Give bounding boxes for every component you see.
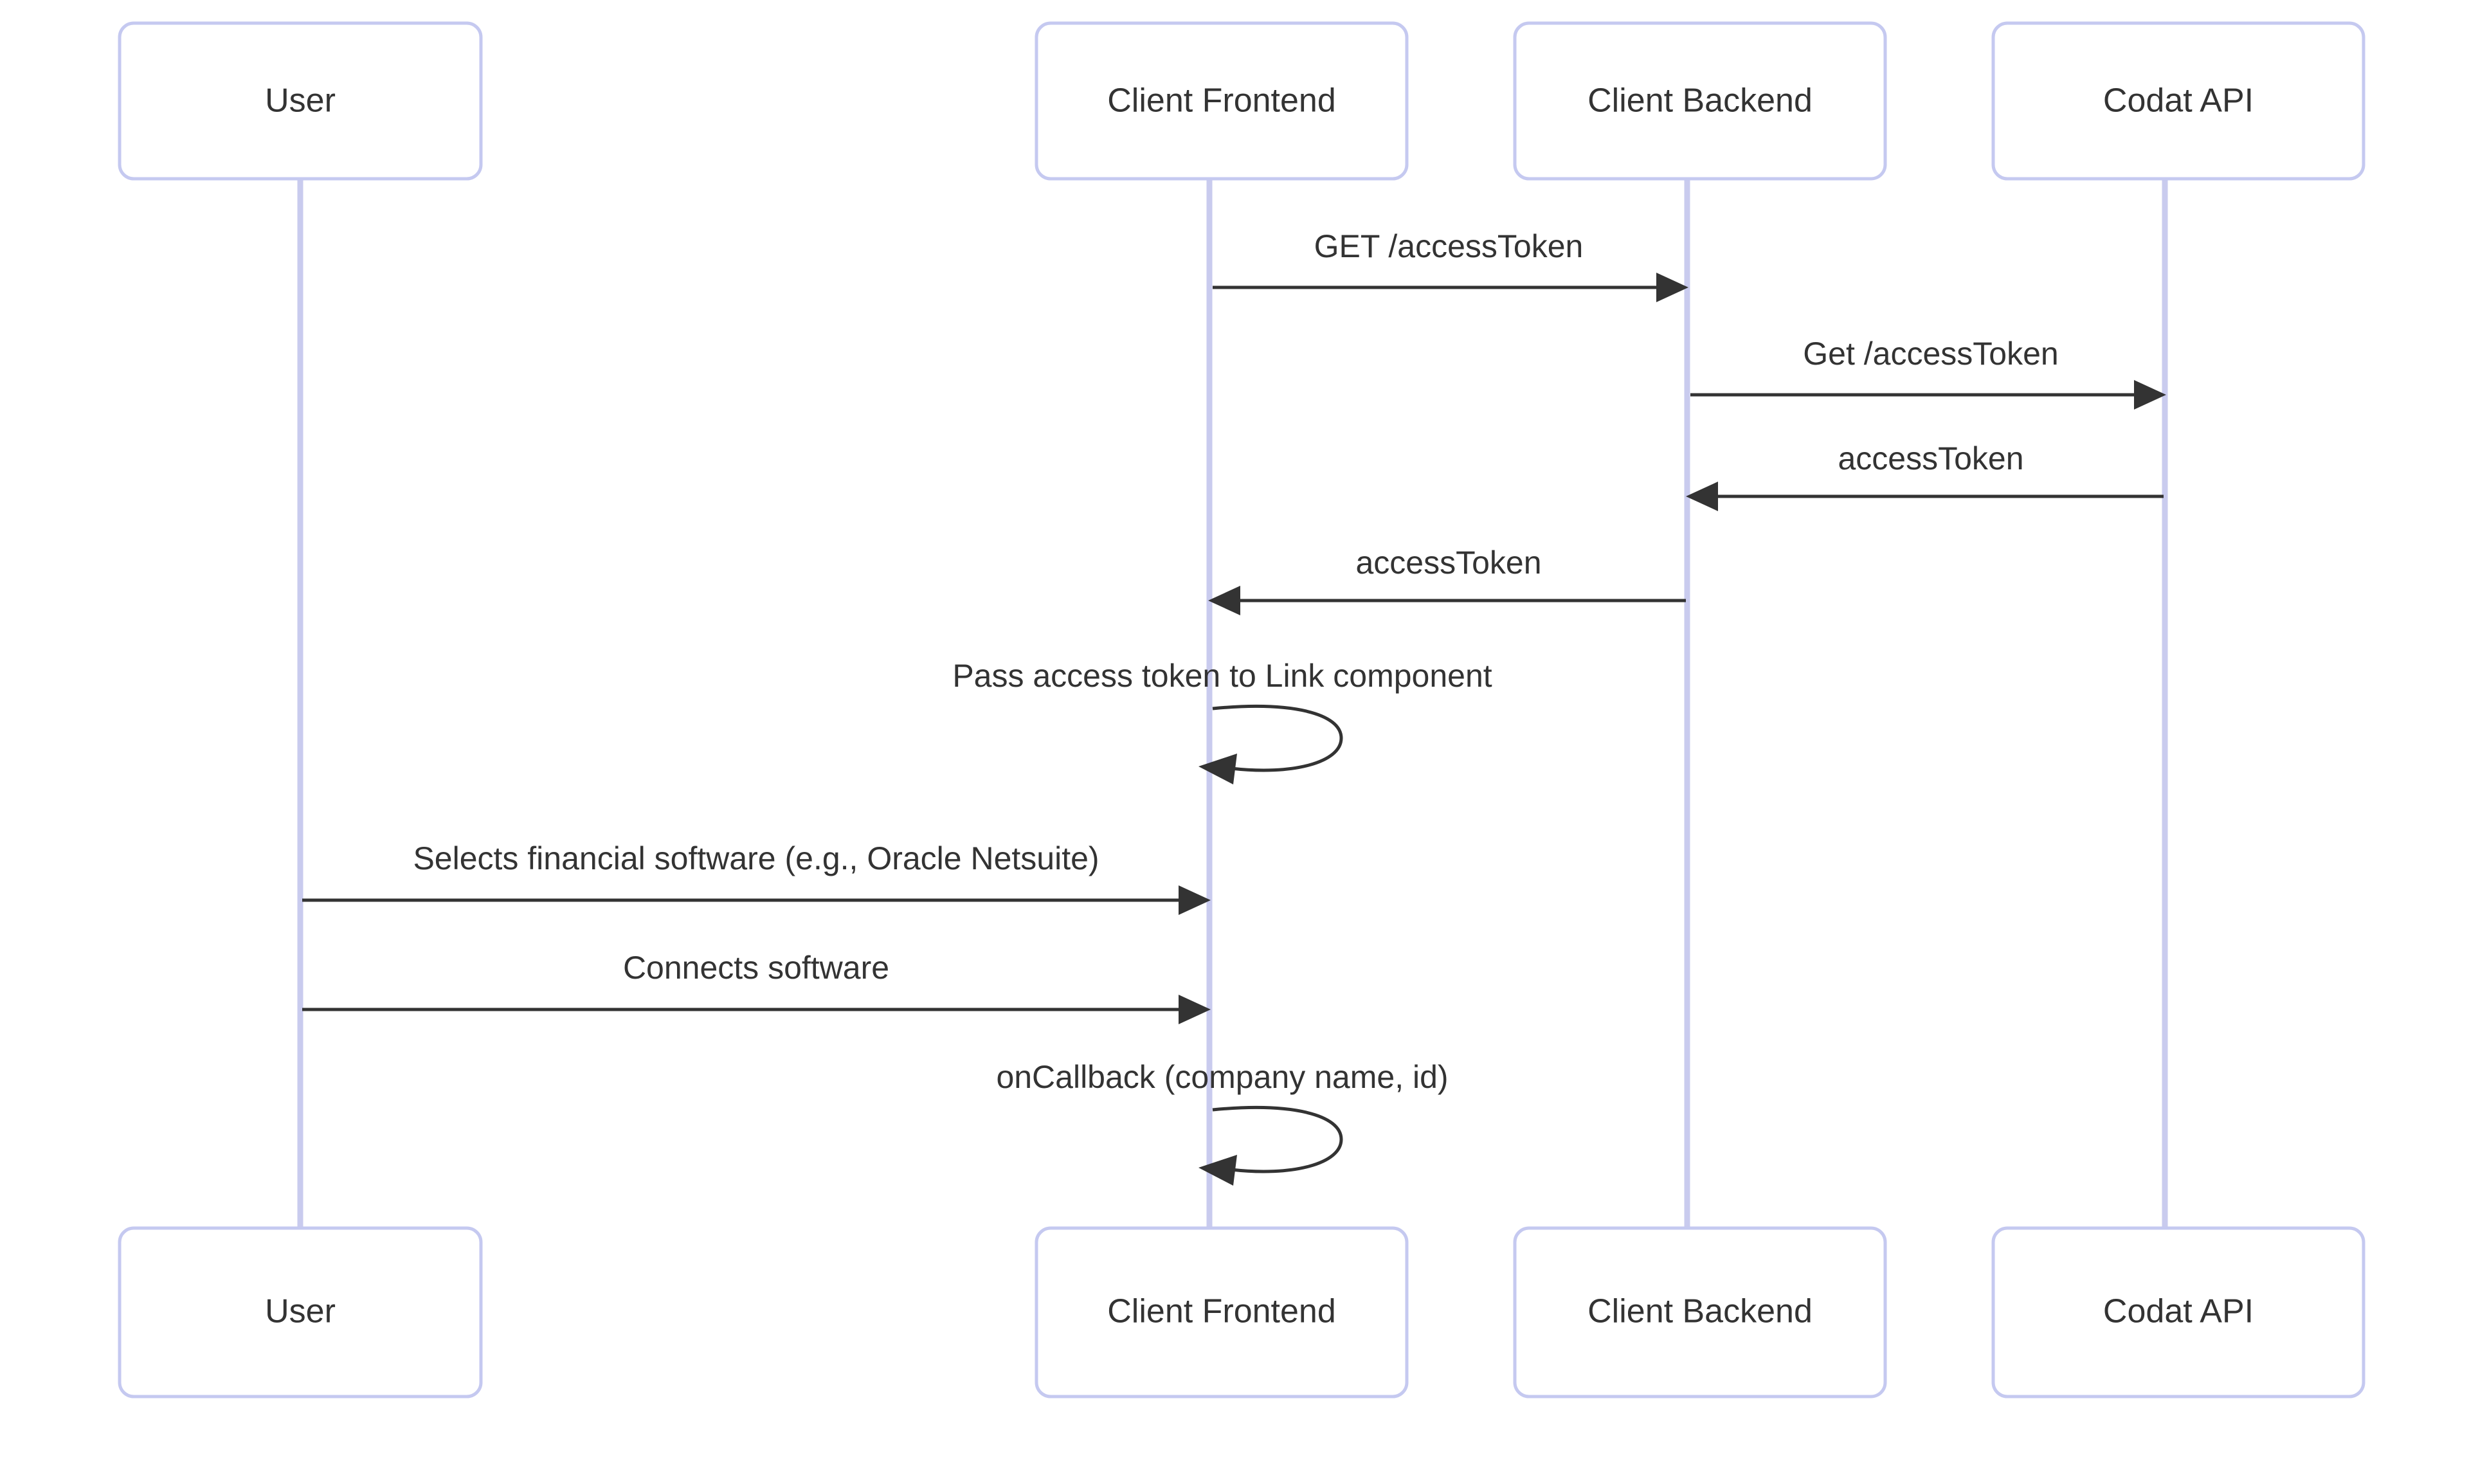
message-selects-financial-software[interactable]: Selects financial software (e.g., Oracle… [302, 840, 1211, 915]
message-get-access-token-frontend-backend[interactable]: GET /accessToken [1213, 228, 1688, 302]
message-label-6: Selects financial software (e.g., Oracle… [413, 840, 1099, 876]
actor-label-user-top: User [265, 82, 336, 120]
message-access-token-api-backend[interactable]: accessToken [1686, 440, 2164, 511]
actor-label-api-bottom: Codat API [2103, 1293, 2254, 1330]
actor-box-user-top[interactable]: User [118, 21, 483, 181]
actor-rect-frontend-bottom [1035, 1226, 1409, 1398]
actor-label-backend-bottom: Client Backend [1587, 1293, 1813, 1330]
message-label-2: Get /accessToken [1803, 336, 2058, 372]
arrow-head-left-5 [1198, 754, 1237, 784]
actor-box-backend-bottom[interactable]: Client Backend [1513, 1226, 1887, 1398]
actor-rect-api-top [1991, 21, 2365, 181]
self-loop-path-8 [1212, 1106, 1343, 1173]
message-label-1: GET /accessToken [1314, 228, 1584, 264]
lifelines [297, 178, 2168, 1229]
actor-rect-frontend-top [1035, 21, 1409, 181]
actor-label-frontend-top: Client Frontend [1107, 82, 1336, 120]
arrow-head-right-7 [1179, 995, 1211, 1024]
message-oncallback-self-loop[interactable]: onCallback (company name, id) [996, 1059, 1449, 1186]
arrow-head-right-6 [1179, 885, 1211, 915]
message-label-3: accessToken [1838, 440, 2023, 476]
self-loop-path-5 [1212, 705, 1343, 772]
message-label-5: Pass access token to Link component [952, 658, 1492, 694]
actor-box-user-bottom[interactable]: User [118, 1226, 483, 1398]
arrow-head-right-1 [1656, 273, 1688, 302]
arrow-head-left-4 [1208, 586, 1240, 615]
message-get-access-token-backend-api[interactable]: Get /accessToken [1690, 336, 2166, 410]
message-label-8: onCallback (company name, id) [996, 1059, 1448, 1095]
actor-rect-user-bottom [118, 1226, 483, 1398]
actor-box-backend-top[interactable]: Client Backend [1513, 21, 1887, 181]
actor-box-api-bottom[interactable]: Codat API [1991, 1226, 2365, 1398]
actor-rect-user-top [118, 21, 483, 181]
arrow-head-right-2 [2134, 380, 2166, 410]
actor-rect-backend-bottom [1513, 1226, 1887, 1398]
arrow-head-left-3 [1686, 482, 1718, 511]
message-label-7: Connects software [623, 950, 889, 986]
actor-rect-backend-top [1513, 21, 1887, 181]
actor-label-user-bottom: User [265, 1293, 336, 1330]
actor-rect-api-bottom [1991, 1226, 2365, 1398]
actor-headers-bottom: User Client Frontend Client Backend Coda… [118, 1226, 2365, 1398]
actor-box-frontend-top[interactable]: Client Frontend [1035, 21, 1409, 181]
message-connects-software[interactable]: Connects software [302, 950, 1211, 1024]
actor-label-api-top: Codat API [2103, 82, 2254, 120]
arrow-head-left-8 [1198, 1155, 1237, 1186]
message-access-token-backend-frontend[interactable]: accessToken [1208, 545, 1686, 615]
message-pass-access-token-self-loop[interactable]: Pass access token to Link component [952, 658, 1492, 784]
actor-label-frontend-bottom: Client Frontend [1107, 1293, 1336, 1330]
actor-headers-top: User Client Frontend Client Backend Coda… [118, 21, 2365, 181]
actor-box-api-top[interactable]: Codat API [1991, 21, 2365, 181]
actor-label-backend-top: Client Backend [1587, 82, 1813, 120]
message-label-4: accessToken [1355, 545, 1541, 581]
actor-box-frontend-bottom[interactable]: Client Frontend [1035, 1226, 1409, 1398]
